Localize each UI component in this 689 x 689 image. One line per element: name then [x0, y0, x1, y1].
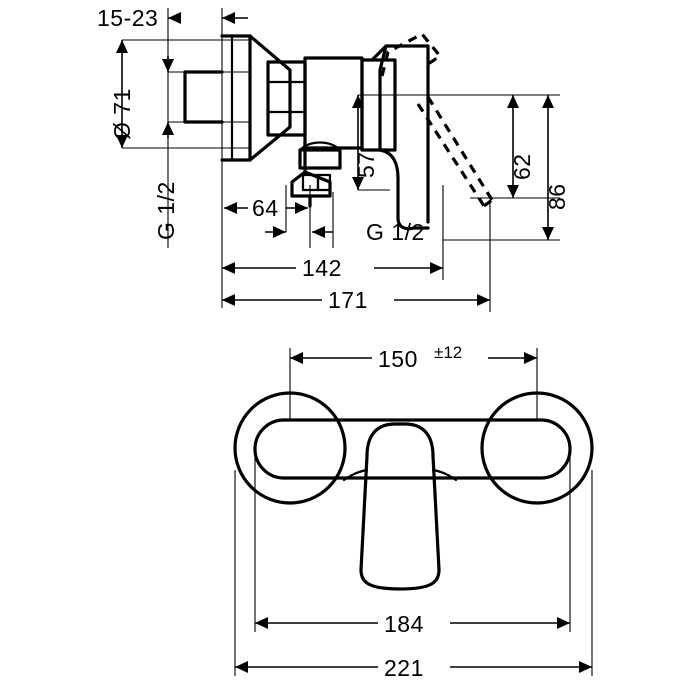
dim-body-height: 57 [352, 95, 379, 190]
dim-label-depth-142: 142 [302, 255, 342, 281]
wall-pipe-stub [183, 70, 224, 124]
dim-label-height-62: 62 [509, 153, 535, 180]
right-escutcheon-circle [480, 391, 594, 505]
mixer-body-side [290, 56, 364, 208]
dim-height-86: 86 [542, 95, 570, 240]
dim-wall-offset: 15-23 [97, 5, 248, 31]
dim-width-184: 184 [255, 610, 570, 637]
dim-escutcheon-diameter: Ø 71 [109, 40, 135, 148]
dim-label-width-221: 221 [384, 655, 424, 681]
mixer-body-front [253, 418, 572, 480]
dim-label-center-distance: 150 [378, 346, 418, 372]
dim-label-width-184: 184 [384, 611, 424, 637]
dim-label-depth-171: 171 [328, 287, 368, 313]
dim-inlet-thread: G 1/2 [153, 181, 179, 240]
left-escutcheon-circle [233, 391, 347, 505]
dim-depth-64: 64 [224, 195, 308, 221]
dim-label-center-tolerance: ±12 [434, 343, 462, 362]
dim-height-62: 62 [507, 95, 535, 198]
front-view-extension-lines [234, 348, 593, 676]
dim-depth-171: 171 [222, 287, 490, 313]
dim-label-wall-offset: 15-23 [97, 5, 158, 31]
dim-label-body-height: 57 [353, 151, 379, 178]
escutcheon-cone [220, 34, 292, 162]
lever-handle-side [370, 44, 430, 231]
connection-nut [266, 60, 307, 137]
dim-width-221: 221 [235, 654, 592, 681]
front-view: 150 ±12 184 221 [233, 343, 594, 681]
dim-center-distance: 150 ±12 [290, 343, 537, 372]
dim-label-inlet-thread: G 1/2 [153, 181, 179, 240]
dim-outlet-thread: G 1/2 [265, 219, 425, 245]
lever-handle-open-dashed [380, 32, 494, 208]
side-section-view: 15-23 Ø 71 G 1/2 57 [97, 5, 570, 313]
dim-label-outlet-thread: G 1/2 [366, 219, 425, 245]
lever-handle-front [359, 422, 441, 591]
dim-label-depth-64: 64 [252, 195, 279, 221]
dim-label-height-86: 86 [544, 183, 570, 210]
lever-shoulder-blend [342, 468, 458, 482]
dim-depth-142: 142 [222, 255, 443, 281]
dim-label-escutcheon-diameter: Ø 71 [109, 88, 135, 140]
